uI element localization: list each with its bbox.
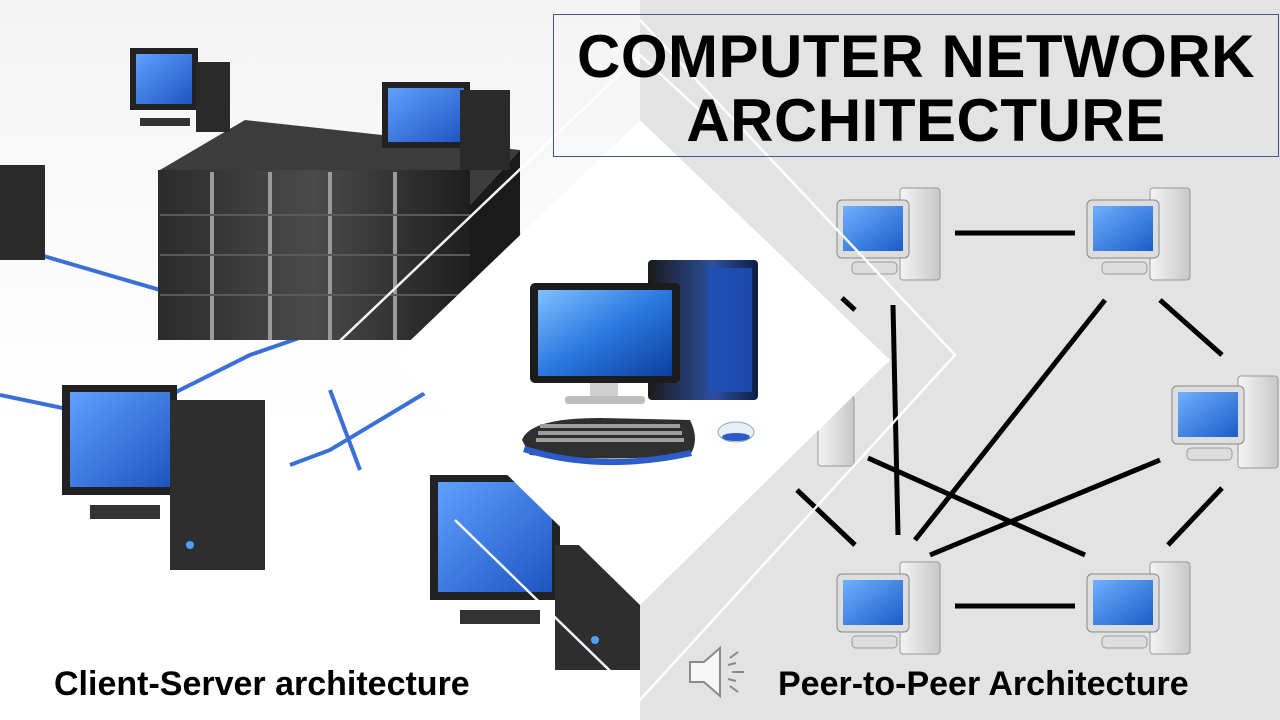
client-computer-top-right bbox=[382, 82, 510, 170]
page-title-line-2: ARCHITECTURE bbox=[686, 87, 1166, 154]
peer-node-right bbox=[1171, 375, 1279, 469]
peer-node-bottom-left bbox=[836, 561, 941, 655]
client-server-caption: Client-Server architecture bbox=[54, 665, 470, 703]
client-computer-bottom-left bbox=[62, 385, 265, 570]
client-computer-left-edge bbox=[0, 165, 45, 260]
page-title-line-1: COMPUTER NETWORK bbox=[577, 23, 1255, 90]
client-server-illustration bbox=[0, 48, 640, 670]
speaker-icon[interactable] bbox=[686, 642, 752, 702]
peer-to-peer-caption: Peer-to-Peer Architecture bbox=[778, 665, 1189, 703]
peer-node-top-left bbox=[836, 187, 941, 281]
client-computer-top-left bbox=[130, 48, 230, 132]
title-box: COMPUTER NETWORK ARCHITECTURE bbox=[553, 14, 1279, 157]
peer-node-top-right bbox=[1086, 187, 1191, 281]
peer-node-bottom-right bbox=[1086, 561, 1191, 655]
desktop-computer-icon bbox=[522, 260, 758, 466]
